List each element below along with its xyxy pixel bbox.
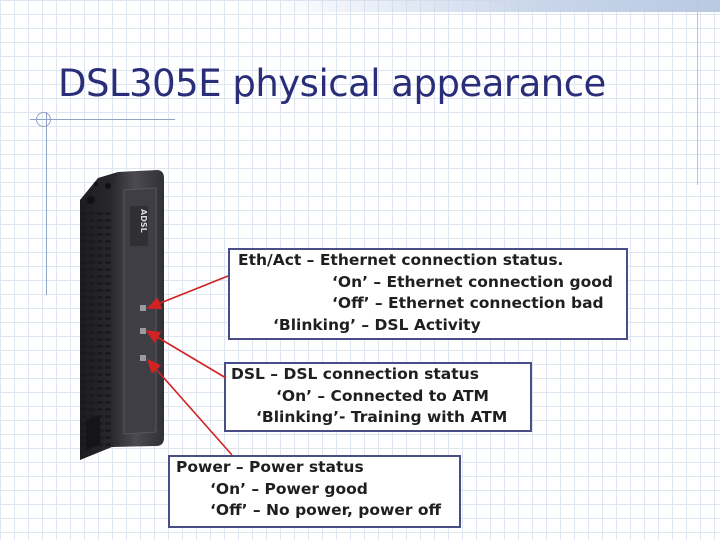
eth-callout-line-2: ‘On’ – Ethernet connection good	[332, 272, 613, 291]
decorative-vertical-line	[46, 112, 47, 295]
power-callout-line-1: Power – Power status	[176, 458, 364, 476]
decorative-horizontal-line	[30, 119, 175, 120]
eth-callout-line-4: ‘Blinking’ – DSL Activity	[273, 315, 481, 334]
power-led	[140, 355, 146, 361]
slide-title: DSL305E physical appearance	[58, 62, 606, 105]
eth-callout-line-1: Eth/Act – Ethernet connection status.	[238, 251, 564, 269]
dsl-callout-line-3: ‘Blinking’- Training with ATM	[256, 408, 508, 426]
modem-label: ADSL	[130, 206, 148, 246]
eth-act-callout: Eth/Act – Ethernet connection status. ‘O…	[228, 248, 628, 340]
power-callout-line-3: ‘Off’ – No power, power off	[210, 501, 442, 519]
decorative-circle	[36, 112, 51, 127]
decorative-vertical-line-right	[697, 0, 698, 185]
power-callout: Power – Power status ‘On’ – Power good ‘…	[168, 455, 461, 528]
eth-callout-line-3: ‘Off’ – Ethernet connection bad	[332, 294, 604, 312]
dsl-callout-line-1: DSL – DSL connection status	[231, 365, 479, 383]
dsl-callout-line-2: ‘On’ – Connected to ATM	[276, 386, 489, 405]
power-callout-line-2: ‘On’ – Power good	[210, 479, 368, 498]
eth-act-led	[140, 305, 146, 311]
header-gradient-band	[265, 0, 720, 12]
dsl-callout: DSL – DSL connection status ‘On’ – Conne…	[224, 362, 532, 432]
modem-body	[80, 170, 164, 460]
modem-indicator-leds	[140, 305, 146, 361]
dsl-led	[140, 328, 146, 334]
modem-adsl-label: ADSL	[139, 209, 148, 233]
